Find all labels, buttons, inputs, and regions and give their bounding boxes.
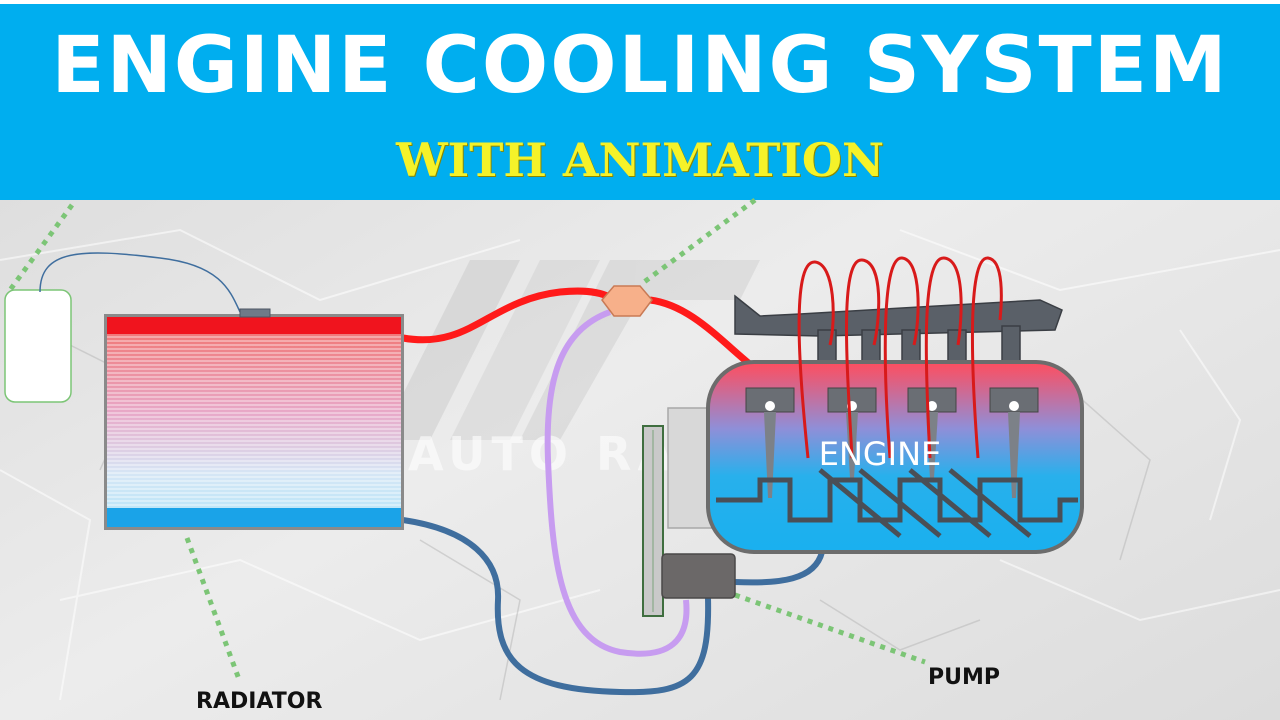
pump-to-engine-hose	[734, 551, 825, 586]
return-hose-lower	[402, 517, 712, 696]
pump-label: PUMP	[928, 665, 1000, 690]
header-banner: ENGINE COOLING SYSTEM WITH ANIMATION	[0, 0, 1280, 200]
leader-line-radiator	[184, 537, 243, 683]
leader-line-reservoir	[7, 203, 75, 292]
piston-3	[907, 387, 957, 478]
pistons	[745, 387, 1039, 498]
thermostat-to-engine-hose	[649, 296, 755, 369]
radiator-cap	[239, 308, 271, 318]
watermark-logo	[380, 260, 760, 440]
leader-lines	[7, 197, 926, 683]
radiator-top-tank	[107, 317, 401, 334]
bypass-hose	[544, 309, 690, 657]
crankshaft	[716, 468, 1078, 538]
piston-4	[989, 387, 1039, 498]
engine-label: ENGINE	[819, 435, 942, 473]
intake-manifold	[734, 294, 1063, 363]
radiator-bottom-tank	[107, 508, 401, 527]
overflow-hose	[39, 252, 241, 313]
ignition-wires	[797, 256, 1003, 459]
page-title: ENGINE COOLING SYSTEM	[51, 21, 1229, 111]
leader-line-pump	[734, 592, 926, 665]
piston-1	[745, 387, 795, 498]
overflow-reservoir	[4, 289, 72, 403]
upper-radiator-hose	[402, 287, 614, 344]
leader-line-thermostat	[638, 197, 757, 288]
water-pump	[661, 553, 736, 599]
radiator-label: RADIATOR	[196, 689, 322, 714]
radiator	[104, 308, 404, 530]
page-subtitle: WITH ANIMATION	[395, 133, 885, 187]
thermostat-housing	[601, 285, 653, 317]
